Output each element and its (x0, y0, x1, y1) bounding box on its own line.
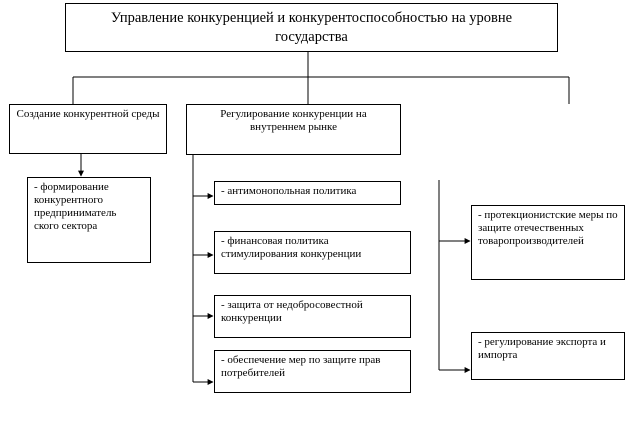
title-text: Управление конкуренцией и конкурентоспос… (110, 10, 513, 45)
node-consumer-protection-label: - обеспечение мер по защите прав потреби… (221, 354, 381, 379)
node-antimonopoly: - антимонопольная политика (214, 181, 401, 205)
node-protectionism-label: - протекционистские меры по защите отече… (478, 209, 618, 247)
node-antimonopoly-label: - антимонопольная политика (221, 185, 357, 197)
node-export-import-label: - регулирование экспорта и импорта (478, 336, 606, 361)
node-formation: - формирование конкурентного предпринима… (27, 177, 151, 263)
node-environment: Создание конкурентной среды (9, 104, 167, 154)
title-node: Управление конкуренцией и конкурентоспос… (65, 3, 558, 52)
node-environment-label: Создание конкурентной среды (16, 108, 160, 120)
node-formation-label: - формирование конкурентного предпринима… (34, 181, 117, 232)
node-export-import: - регулирование экспорта и импорта (471, 332, 625, 380)
node-financial-policy-label: - финансовая политика стимулирования кон… (221, 235, 362, 260)
node-financial-policy: - финансовая политика стимулирования кон… (214, 231, 411, 274)
node-unfair-competition-label: - защита от недобросовестной конкуренции (221, 299, 363, 324)
node-consumer-protection: - обеспечение мер по защите прав потреби… (214, 350, 411, 393)
node-regulation: Регулирование конкуренции на внутреннем … (186, 104, 401, 155)
node-protectionism: - протекционистские меры по защите отече… (471, 205, 625, 280)
node-regulation-label: Регулирование конкуренции на внутреннем … (220, 108, 367, 133)
node-unfair-competition: - защита от недобросовестной конкуренции (214, 295, 411, 338)
